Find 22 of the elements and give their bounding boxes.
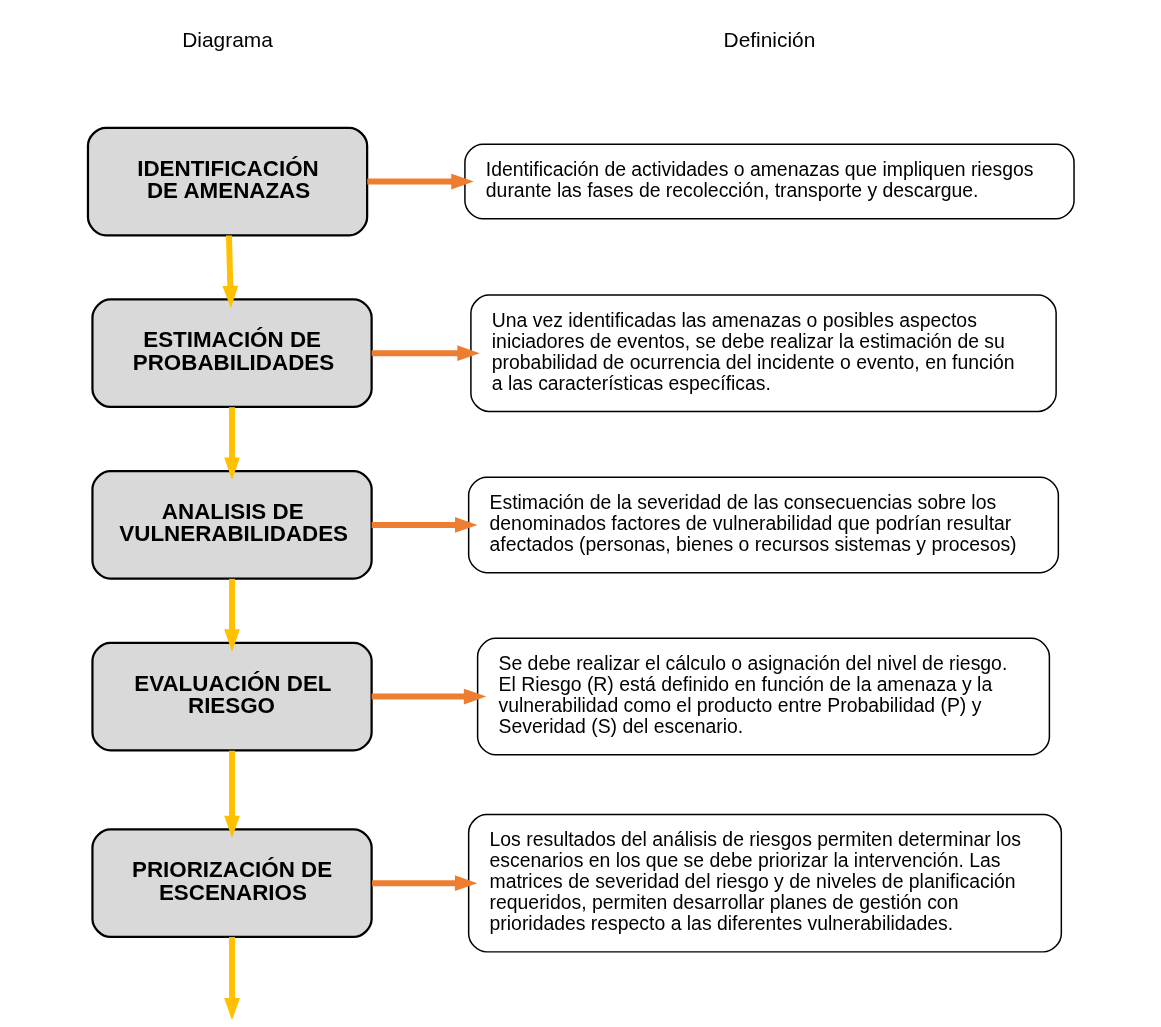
arrow bbox=[223, 937, 240, 1019]
arrow bbox=[223, 750, 240, 839]
arrow bbox=[223, 407, 240, 481]
arrow bbox=[366, 173, 474, 190]
node-box: ESTIMACIÓN DE PROBABILIDADES bbox=[90, 298, 373, 409]
label: Definición bbox=[723, 27, 815, 51]
arrow bbox=[223, 578, 240, 652]
node-box: Estimación de la severidad de las consecuencias sobre los denominados factores de vulnerabilidad que podrían resultar afectados (personas, bienes o recursos sistemas y procesos) bbox=[467, 476, 1059, 574]
arrow bbox=[221, 235, 238, 309]
node-box: Se debe realizar el cálculo o asignación del nivel de riesgo. El Riesgo (R) está definido en función de la amenaza y la vulnerabilidad como el producto entre Probabilidad (P) y Severidad (S) del escenario. bbox=[476, 637, 1050, 756]
arrow bbox=[371, 517, 477, 533]
node-box: Una vez identificadas las amenazas o posibles aspectos iniciadores de eventos, se debe realizar la estimación de su probabilidad de ocurrencia del incidente o evento, en función a las características específicas. bbox=[469, 294, 1057, 413]
node-box: ANALISIS DE VULNERABILIDADES bbox=[90, 470, 373, 580]
node-box: PRIORIZACIÓN DE ESCENARIOS bbox=[90, 828, 373, 939]
node-box: Los resultados del análisis de riesgos permiten determinar los escenarios en los que se debe priorizar la intervención. Las matrices de severidad del riesgo y de niveles de planificación requeridos, permiten desarrollar planes de gestión con prioridades respecto a las diferentes vulnerabilidades. bbox=[467, 813, 1062, 953]
arrow bbox=[371, 875, 477, 892]
arrow bbox=[371, 688, 486, 705]
node-box: IDENTIFICACIÓN DE AMENAZAS bbox=[86, 126, 368, 237]
arrow bbox=[371, 345, 480, 362]
node-box: Identificación de actividades o amenazas que impliquen riesgos durante las fases de recolección, transporte y descargue. bbox=[463, 143, 1075, 220]
label: Diagrama bbox=[181, 27, 273, 51]
node-box: EVALUACIÓN DEL RIESGO bbox=[90, 641, 373, 752]
